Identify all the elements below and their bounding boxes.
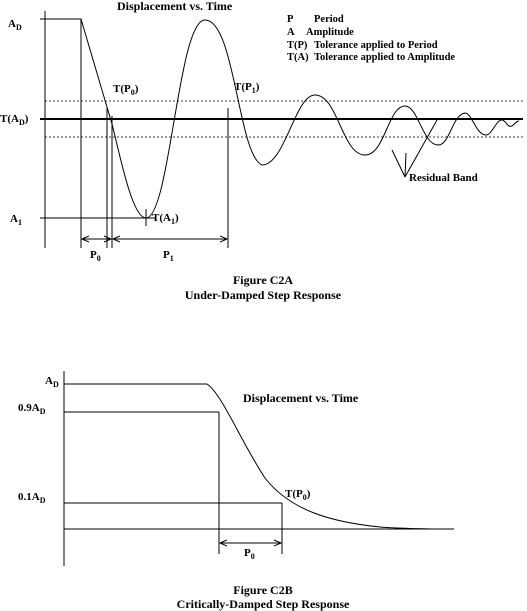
figure-b-caption-1: Figure C2B bbox=[233, 583, 292, 597]
figure-a-response-curve bbox=[45, 18, 520, 219]
figure-b-title: Displacement vs. Time bbox=[243, 391, 359, 405]
figure-a-label-a1: A1 bbox=[10, 213, 22, 227]
figure-a-label-ta1: T(A1) bbox=[152, 212, 179, 226]
legend-desc-2: Amplitude bbox=[306, 27, 354, 38]
legend-key-3: T(P) bbox=[287, 40, 308, 51]
figure-a-caption-1: Figure C2A bbox=[233, 273, 293, 287]
figure-b-label-01ad: 0.1AD bbox=[18, 491, 46, 505]
figure-a-residual-pointer-2 bbox=[404, 119, 438, 178]
figure-b-response-curve bbox=[206, 383, 453, 530]
figure-a-label-tad: T(AD) bbox=[0, 113, 29, 127]
legend-desc-1: Period bbox=[314, 14, 344, 25]
figure-a-legend: P Period A Amplitude T(P) Tolerance appl… bbox=[287, 14, 455, 63]
legend-key-1: P bbox=[287, 14, 294, 25]
figure-a-label-residual-band: Residual Band bbox=[409, 172, 478, 184]
figure-a-title: Displacement vs. Time bbox=[117, 0, 233, 13]
figure-a-label-tp0: T(P0) bbox=[113, 83, 139, 97]
figure-b-caption-2: Critically-Damped Step Response bbox=[177, 597, 350, 611]
figure-b-label-tp0: T(P0) bbox=[285, 488, 311, 502]
figure-a-label-p1: P1 bbox=[163, 249, 174, 263]
figure-a-label-tp1: T(P1) bbox=[234, 81, 260, 95]
legend-desc-4: Tolerance applied to Amplitude bbox=[314, 52, 455, 63]
legend-desc-3: Tolerance applied to Period bbox=[314, 40, 438, 51]
figure-a-label-ad: AD bbox=[8, 18, 22, 32]
figure-a-label-p0: P0 bbox=[90, 249, 101, 263]
legend-key-2: A bbox=[287, 27, 295, 38]
figure-b-label-ad: AD bbox=[45, 375, 59, 389]
figure-a-caption-2: Under-Damped Step Response bbox=[185, 288, 342, 302]
figure-a-residual-pointer-1 bbox=[391, 149, 406, 178]
figure-c2b: Displacement vs. Time AD 0.9AD 0.1AD T(P… bbox=[18, 371, 454, 611]
figure-a-residual-pointer-3 bbox=[404, 152, 407, 178]
figure-c2a: Displacement vs. Time P Period A Amplitu… bbox=[0, 0, 523, 302]
legend-key-4: T(A) bbox=[287, 52, 309, 63]
figure-b-label-09ad: 0.9AD bbox=[18, 402, 46, 416]
figure-b-label-p0: P0 bbox=[244, 547, 255, 561]
